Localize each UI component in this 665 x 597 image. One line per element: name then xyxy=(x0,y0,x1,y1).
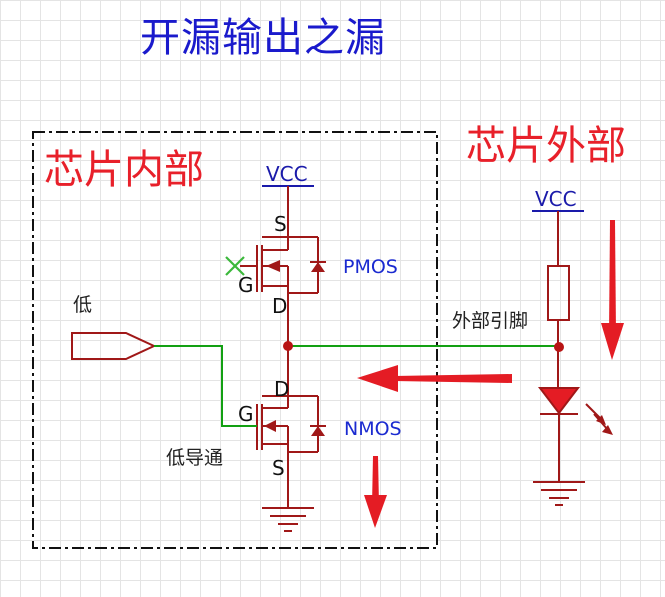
nmos-gate-label: G xyxy=(238,402,254,426)
nmos-drain-label: D xyxy=(274,377,290,401)
arrow-left-icon xyxy=(357,365,512,392)
ground-symbol-chip xyxy=(262,507,314,532)
vcc-external-label: VCC xyxy=(535,187,577,211)
chip-inside-label: 芯片内部 xyxy=(44,147,204,193)
current-arrows xyxy=(357,220,624,528)
nmos-source-label: S xyxy=(272,456,285,480)
diagram-title: 开漏输出之漏 xyxy=(140,15,386,61)
pmos-drain-label: D xyxy=(272,294,288,318)
nmos-label: NMOS xyxy=(344,418,402,440)
drain-junction-dot xyxy=(283,341,293,351)
nmos-on-label: 低导通 xyxy=(166,447,224,469)
external-pin-junction-dot xyxy=(554,342,564,352)
nmos-transistor xyxy=(256,345,326,508)
arrow-down-nmos-icon xyxy=(364,456,387,528)
arrow-down-external-icon xyxy=(601,220,624,360)
vcc-chip-label: VCC xyxy=(266,162,308,186)
led-icon xyxy=(537,387,613,482)
input-port-icon xyxy=(71,332,157,360)
chip-outside-label: 芯片外部 xyxy=(466,123,626,169)
no-connect-x-icon xyxy=(225,256,245,276)
external-resistor xyxy=(547,211,570,388)
external-pin-label: 外部引脚 xyxy=(452,310,529,332)
green-nets xyxy=(154,345,559,427)
pmos-label: PMOS xyxy=(343,256,398,278)
pmos-source-label: S xyxy=(274,212,287,236)
pmos-transistor xyxy=(240,186,326,345)
pmos-gate-label: G xyxy=(238,273,254,297)
chip-boundary xyxy=(32,131,438,549)
ground-symbol-external xyxy=(533,481,585,506)
input-low-label: 低 xyxy=(73,294,93,316)
